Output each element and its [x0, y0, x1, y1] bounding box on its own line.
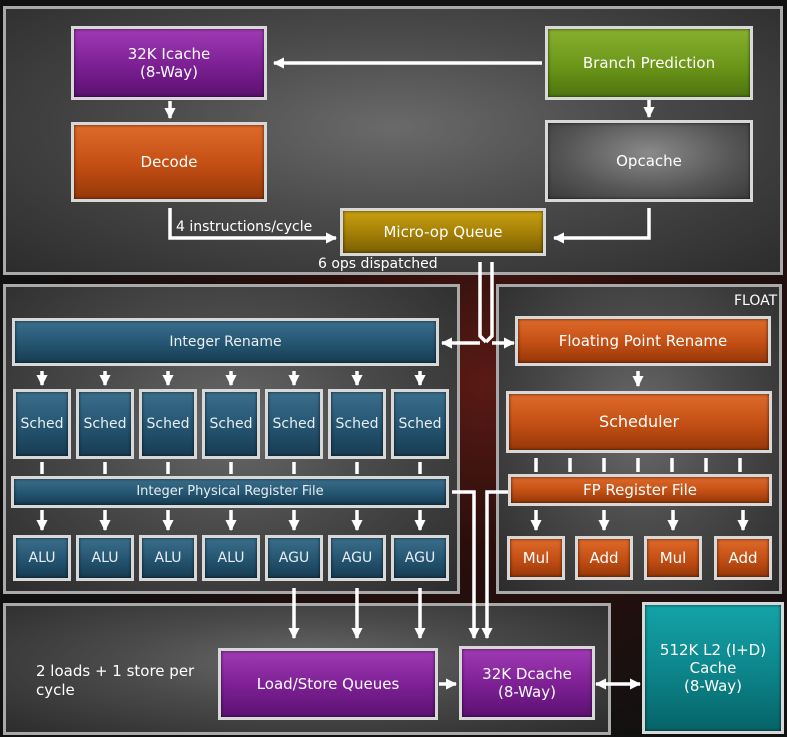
fp-unit-mul-2: Mul	[644, 536, 702, 580]
load-store-rate-label: 2 loads + 1 store per cycle	[36, 662, 195, 699]
dispatch-rate-label: 6 ops dispatched	[318, 256, 438, 272]
int-scheduler-2: Sched	[76, 389, 134, 459]
int-unit-agu-1: AGU	[265, 535, 323, 581]
integer-rename-box: Integer Rename	[12, 318, 439, 366]
int-unit-label: ALU	[217, 549, 245, 566]
int-scheduler-1: Sched	[13, 389, 71, 459]
int-unit-alu-4: ALU	[202, 535, 260, 581]
opcache-box: Opcache	[545, 120, 753, 202]
ticks-sched-to-prf	[40, 462, 422, 474]
arrow-fp-prf-to-dcache	[481, 490, 509, 640]
int-unit-label: AGU	[278, 549, 310, 566]
integer-rename-label: Integer Rename	[169, 333, 282, 350]
load-store-queues-label: Load/Store Queues	[256, 675, 400, 693]
micro-op-queue-box: Micro-op Queue	[340, 208, 546, 256]
int-unit-alu-1: ALU	[13, 535, 71, 581]
decode-rate-label: 4 instructions/cycle	[176, 219, 313, 235]
fp-unit-add-1: Add	[575, 536, 633, 580]
dcache-label: 32K Dcache (8-Way)	[482, 665, 572, 701]
int-unit-label: ALU	[91, 549, 119, 566]
int-scheduler-label: Sched	[272, 415, 316, 432]
int-unit-label: ALU	[28, 549, 56, 566]
int-scheduler-label: Sched	[83, 415, 127, 432]
int-unit-agu-2: AGU	[328, 535, 386, 581]
l2-cache-label: 512K L2 (I+D) Cache (8-Way)	[659, 641, 767, 695]
fp-register-file-label: FP Register File	[582, 481, 698, 499]
load-store-queues-box: Load/Store Queues	[218, 648, 438, 720]
l2-cache-box: 512K L2 (I+D) Cache (8-Way)	[642, 602, 784, 734]
integer-register-file-label: Integer Physical Register File	[136, 484, 324, 500]
arrows-agu-to-lsq	[288, 588, 426, 640]
arrows-fp-rf-to-units	[530, 510, 749, 532]
int-scheduler-label: Sched	[146, 415, 190, 432]
fp-unit-add-2: Add	[714, 536, 772, 580]
wire-dispatch-2	[484, 262, 494, 344]
int-scheduler-label: Sched	[20, 415, 64, 432]
int-scheduler-6: Sched	[328, 389, 386, 459]
int-unit-label: ALU	[154, 549, 182, 566]
dcache-box: 32K Dcache (8-Way)	[459, 646, 595, 720]
int-scheduler-4: Sched	[202, 389, 260, 459]
fp-register-file-box: FP Register File	[508, 474, 772, 506]
icache-label: 32K Icache (8-Way)	[127, 45, 211, 81]
arrows-prf-to-units	[36, 510, 426, 532]
micro-op-queue-label: Micro-op Queue	[383, 223, 503, 241]
decode-box: Decode	[71, 122, 267, 202]
opcache-label: Opcache	[616, 152, 682, 170]
int-unit-alu-3: ALU	[139, 535, 197, 581]
icache-box: 32K Icache (8-Way)	[71, 26, 267, 100]
fp-unit-mul-1: Mul	[507, 536, 565, 580]
int-scheduler-label: Sched	[398, 415, 442, 432]
arrow-decode-to-queue	[168, 208, 338, 244]
int-scheduler-5: Sched	[265, 389, 323, 459]
int-unit-agu-3: AGU	[391, 535, 449, 581]
arrow-int-prf-to-dcache	[452, 490, 480, 640]
branch-prediction-box: Branch Prediction	[545, 26, 753, 100]
wire-dispatch	[478, 262, 488, 344]
ticks-fp-sched-to-rf	[534, 458, 742, 472]
fp-unit-label: Add	[728, 549, 758, 567]
fp-unit-label: Mul	[659, 549, 687, 567]
fp-rename-box: Floating Point Rename	[515, 316, 771, 366]
fp-rename-label: Floating Point Rename	[558, 332, 728, 350]
int-scheduler-label: Sched	[209, 415, 253, 432]
fp-scheduler-label: Scheduler	[598, 412, 680, 432]
decode-label: Decode	[140, 153, 198, 171]
fp-unit-label: Mul	[522, 549, 550, 567]
int-unit-label: AGU	[341, 549, 373, 566]
int-scheduler-3: Sched	[139, 389, 197, 459]
fp-unit-label: Add	[589, 549, 619, 567]
int-scheduler-7: Sched	[391, 389, 449, 459]
arrow-opcache-to-queue	[552, 208, 651, 244]
int-unit-alu-2: ALU	[76, 535, 134, 581]
float-section-label: FLOAT	[734, 293, 778, 309]
integer-register-file-box: Integer Physical Register File	[11, 476, 449, 508]
int-scheduler-label: Sched	[335, 415, 379, 432]
fp-scheduler-box: Scheduler	[506, 391, 772, 453]
arrows-rename-to-sched	[36, 371, 426, 387]
int-unit-label: AGU	[404, 549, 436, 566]
branch-prediction-label: Branch Prediction	[582, 54, 716, 72]
